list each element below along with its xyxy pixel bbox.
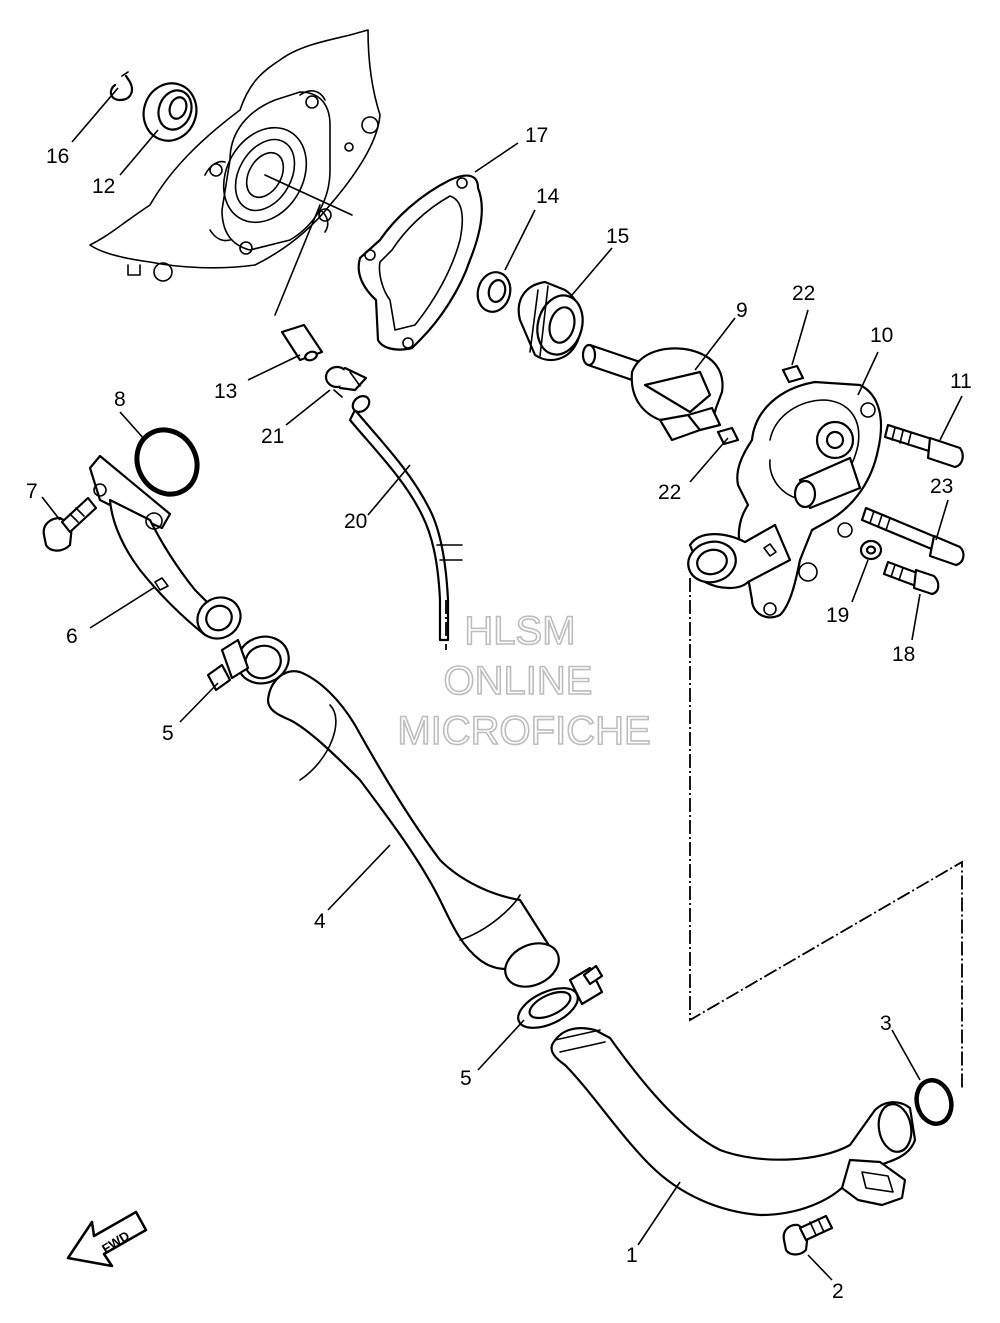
bolt-7: [42, 496, 98, 552]
callout-6: 6: [66, 625, 78, 648]
callout-19: 19: [826, 604, 849, 627]
callout-1: 1: [626, 1244, 638, 1267]
callout-12: 12: [92, 175, 115, 198]
callout-22a: 22: [792, 282, 815, 305]
bolt-18: [882, 560, 940, 596]
circlip-16: [109, 71, 134, 102]
crankcase-cover: [89, 29, 381, 316]
gasket-17: [357, 174, 483, 351]
callout-16: 16: [46, 145, 69, 168]
callout-23: 23: [930, 475, 953, 498]
callouts: 16 12 17 14 15 9 22 10 11 22 23 19 18 13…: [26, 124, 972, 1303]
watermark-line3: MICROFICHE: [397, 709, 650, 753]
watermark-line2: ONLINE: [444, 659, 593, 703]
bolt-2: [782, 1214, 834, 1256]
callout-5a: 5: [162, 722, 174, 745]
callout-5b: 5: [460, 1067, 472, 1090]
connection-lines: [445, 578, 963, 1088]
pipe-1: [550, 1027, 917, 1217]
watermark-line1: HLSM: [464, 609, 575, 653]
callout-22b: 22: [658, 481, 681, 504]
callout-18: 18: [892, 643, 915, 666]
clamp-21: [324, 365, 368, 398]
seal-15: [517, 280, 584, 362]
hose-4: [266, 670, 560, 988]
callout-7: 7: [26, 480, 38, 503]
pump-housing-10: [687, 380, 882, 619]
seal-14: [476, 271, 512, 313]
callout-10: 10: [870, 324, 893, 347]
bolt-23: [860, 506, 965, 567]
watermark: HLSM ONLINE MICROFICHE: [397, 608, 652, 754]
callout-8: 8: [114, 388, 126, 411]
fwd-arrow-icon: FWD: [66, 1210, 148, 1268]
callout-4: 4: [314, 910, 326, 933]
bearing-12: [142, 82, 198, 142]
clamp-5-upper: [206, 635, 290, 692]
callout-3: 3: [880, 1012, 892, 1035]
callout-14: 14: [536, 185, 560, 208]
callout-21: 21: [261, 425, 284, 448]
o-ring-3: [914, 1078, 954, 1126]
bolt-11: [883, 423, 964, 469]
callout-2: 2: [832, 1280, 844, 1303]
dowel-13: [280, 323, 324, 362]
callout-11: 11: [950, 370, 972, 393]
dowel-22-top: [781, 364, 805, 384]
callout-13: 13: [214, 380, 237, 403]
dowel-22-bottom: [716, 426, 740, 446]
callout-20: 20: [344, 510, 367, 533]
callout-17: 17: [525, 124, 548, 147]
hose-20: [348, 395, 463, 642]
elbow-6: [88, 454, 242, 640]
callout-15: 15: [606, 225, 629, 248]
clamp-5-lower: [517, 964, 604, 1029]
leader-lines: [41, 87, 963, 1281]
o-ring-8: [134, 427, 200, 497]
callout-9: 9: [736, 299, 748, 322]
washer-19: [859, 539, 883, 561]
impeller-shaft-9: [581, 343, 724, 442]
